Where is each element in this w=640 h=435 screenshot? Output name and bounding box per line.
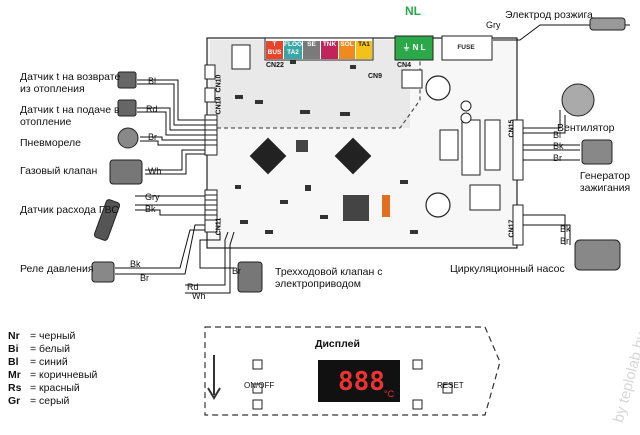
- pressostat-icon: [117, 127, 139, 149]
- fuse-label: FUSE: [457, 44, 475, 51]
- wire-bk-relay: Bk: [130, 259, 141, 269]
- label-ignition-electrode: Электрод розжига: [505, 9, 593, 21]
- power-connector-label: ⏚ N L: [402, 43, 426, 52]
- legend-row: Rs= красный: [8, 382, 80, 394]
- label-dhw-flow: Датчик расхода ГВС: [20, 204, 119, 216]
- label-ignition-generator: Генератор зажигания: [579, 170, 631, 194]
- legend-row: Bl= синий: [8, 356, 68, 368]
- ignition-generator-icon: [581, 139, 613, 165]
- label-sensor-return: Датчик t на возврате из отопления: [20, 71, 121, 95]
- label-gas-valve: Газовый клапан: [20, 165, 98, 177]
- display-title: Дисплей: [315, 338, 360, 350]
- fuse-holder: [441, 35, 493, 61]
- connector-sol: SOL: [339, 41, 355, 59]
- wire-gry-dhw: Gry: [145, 192, 160, 202]
- lcd-screen: [318, 360, 400, 402]
- supply-sensor-icon: [117, 99, 137, 117]
- label-pressure-relay: Реле давления: [20, 263, 94, 275]
- cn11-label: CN11: [215, 217, 223, 236]
- cn15-label: CN15: [508, 119, 516, 138]
- wire-br-valve: Br: [232, 266, 241, 276]
- wire-gry-electrode: Gry: [486, 20, 501, 30]
- wire-rd: Rd: [146, 104, 158, 114]
- pressure-relay-icon: [91, 261, 115, 283]
- label-pump: Циркуляционный насос: [450, 263, 565, 275]
- wire-bk-dhw: Bk: [145, 204, 156, 214]
- connector-se: SE: [303, 41, 320, 59]
- legend-row: Mr= коричневый: [8, 369, 98, 381]
- reset-label[interactable]: RESET: [437, 381, 464, 390]
- label-pressostat: Пневмореле: [20, 137, 82, 149]
- wire-bk-pump: Bk: [560, 224, 571, 234]
- fan-icon: [561, 83, 595, 117]
- gas-valve-icon: [109, 159, 143, 185]
- connector-ta1: TA1: [356, 41, 372, 59]
- label-fan: Вентилятор: [557, 122, 615, 134]
- return-sensor-icon: [117, 71, 137, 89]
- cn17-label: CN17: [508, 219, 516, 238]
- dhw-flow-sensor-icon: [93, 199, 121, 241]
- wire-br-relay: Br: [140, 273, 149, 283]
- power-connector: [394, 35, 434, 61]
- wire-bk-fan: Bk: [553, 141, 564, 151]
- label-sensor-supply: Датчик t на подаче в отопление: [20, 104, 120, 128]
- legend-row: Bi= белый: [8, 343, 70, 355]
- wire-wh-gas: Wh: [148, 166, 162, 176]
- legend-row: Gr= серый: [8, 395, 70, 407]
- connector-tnk: TNK: [321, 41, 338, 59]
- three-way-valve-icon: [237, 261, 263, 293]
- cpu-chip-1: [249, 137, 287, 175]
- wire-br-pressostat: Br: [148, 132, 157, 142]
- cn10-label: CN10: [215, 74, 223, 93]
- cn9-label: CN9: [368, 73, 383, 80]
- wire-wh-valve: Wh: [192, 291, 206, 301]
- ignition-electrode-icon: [589, 17, 626, 31]
- wire-bl: Bl: [148, 76, 157, 86]
- cn22-label: CN22: [266, 62, 284, 69]
- cn18-label: CN18: [215, 96, 223, 115]
- on-off-label[interactable]: ON/OFF: [244, 381, 275, 390]
- wire-bl-fan: Bl: [553, 130, 562, 140]
- lcd-unit: °C: [384, 389, 395, 399]
- nl-label: NL: [405, 4, 421, 18]
- cpu-chip-2: [334, 137, 372, 175]
- wire-br-fan: Br: [553, 153, 562, 163]
- pump-icon: [574, 239, 621, 271]
- wire-br-pump: Br: [560, 236, 569, 246]
- legend-row: Nr= черный: [8, 330, 76, 342]
- label-three-way-valve: Трехходовой клапан с электроприводом: [275, 266, 383, 290]
- lcd-digits: 888: [338, 367, 385, 397]
- wire-rd-valve: Rd: [187, 282, 199, 292]
- cn4-label: CN4: [397, 62, 412, 69]
